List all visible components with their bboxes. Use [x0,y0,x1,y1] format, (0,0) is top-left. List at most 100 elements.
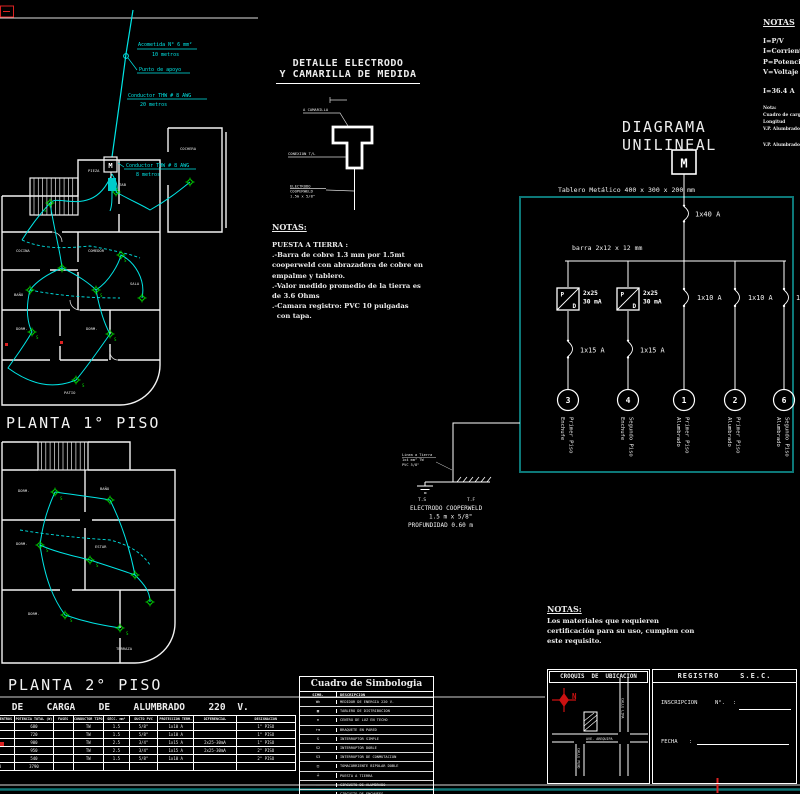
carga-cell: 1.5 [102,722,130,731]
ts-label: T.S [418,497,426,503]
carga-cell: 540 [14,754,54,763]
tablero-label: TAB [119,182,127,187]
circuit-label: Alumbrado [726,417,732,447]
right-note-line: Nota: [763,105,777,111]
carga-cell: 1° PISO [235,738,297,747]
detalle-leaders [288,112,355,192]
leader-lines [117,48,207,170]
corner-red-box [0,5,14,18]
right-note-line: V=Voltaje [763,67,799,76]
carga-cell: 1x10 A [157,730,195,739]
carga-cell [193,730,237,739]
carga-header: FASES [52,715,74,723]
room-label: ESTAR [95,544,107,549]
plan1-drawing: S S S S S S PIEZA COCHERA COCINA COMEDOR… [1,127,227,406]
switch-label: S [100,293,103,298]
carga-cell: 720 [14,730,54,739]
pd-letter-d: D [633,303,637,310]
room-label: BAÑO [14,292,24,297]
right-note-line: Longitud [763,119,786,125]
insulator [123,53,129,59]
inscripcion-num-label: N°. [715,700,725,706]
room-label: PATIO [64,390,76,395]
circuit-label: Alumbrado [675,417,681,447]
north-label: N [572,692,577,701]
street-name: CALLE PUNO [577,748,581,768]
carga-cell: 2x25-30mA [193,746,237,755]
tierra-leader-line [402,457,453,471]
service-drop: Acometida N° 6 mm² 10 metros Punto de ap… [103,9,207,212]
switch-label: S [60,496,63,501]
symbol-desc: INTERRUPTOR SIMPLE [340,736,379,741]
symbol-glyph: ⊕ [300,718,337,723]
right-note-line: V.P. Alumbrado [763,142,800,148]
carga-cell: 2x25-30mA [193,738,237,747]
carga-cell: 4 [0,754,16,763]
circuit-circle [616,388,640,412]
circuit-label: Primer Piso [735,417,741,453]
street-lines [552,678,648,776]
circuit-number: 2 [733,396,738,405]
pd-diff: 30 mA [643,299,662,306]
room-label: TERRAZA [116,646,133,651]
pd-box [556,287,580,311]
fecha-line [697,744,789,745]
symbol-glyph: ⏚ [300,773,337,779]
switch-labels: S S S S S [46,496,129,636]
carga-cell: 680 [14,722,54,731]
symbol-desc: INTERRUPTOR DOBLE [340,746,377,751]
tierra-leader-text: PVC 5/8" [402,463,419,467]
notas-tierra-line: empalme y tablero. [272,271,346,280]
carga-cell: 1° PISO [235,722,297,731]
notas-materiales-line: certificación para su uso, cumplen con [547,627,695,636]
symbol-glyph: Wh [300,700,337,705]
conductor-length: 8 metros [136,172,160,178]
room-label: DORM. [28,611,39,616]
carga-cell [72,762,104,771]
acometida-length: 10 metros [152,52,179,58]
carga-header: POTENCIA TOTAL (W) [14,715,54,723]
switch-label: S [124,258,127,263]
carga-cell [52,738,74,747]
tablero-box [108,178,116,191]
switch-label: S [36,335,39,340]
carga-cell: 3/4" [128,746,159,755]
switch-label: S [82,383,85,388]
carga-cell [128,762,159,771]
switch-label: S [126,631,129,636]
carga-cell: 1x15 A [157,746,195,755]
room-label: DORM. [16,541,27,546]
tierra-leader-text: Linea a Tierra [402,453,432,457]
room-label: SALA [130,281,140,286]
switch-label: S [114,337,117,342]
carga-cell: 1x10 A [157,754,195,763]
switch-label: S [44,208,47,213]
circuit-label: Alumbrado [775,417,781,447]
fecha-label: FECHA [661,739,678,745]
tablero-spec-label: Tablero Metálico 400 x 300 x 200 mm [558,186,695,194]
compass-diamond [559,693,569,707]
carga-cell [193,722,237,731]
notas-tierra-line: PUESTA A TIERRA : [272,241,348,249]
apoyo-label: Punto de apoyo [139,67,181,73]
carga-cell: TW [72,722,104,731]
meter-letter: M [108,162,112,170]
wall-lines [1,127,227,406]
carga-cell: 2° PISO [235,754,297,763]
circuit-number: 6 [782,396,787,405]
inscripcion-colon: : [733,700,737,706]
switch-label: S [70,618,73,623]
electrodo-text: ELECTRODO COOPERWELD [410,505,483,512]
carga-cell: 8 [0,730,16,739]
carga-cell [52,762,74,771]
breaker-label: 1x15 A [580,347,605,355]
symbol-glyph: ⊢⊕ [300,727,337,732]
breaker-label: 1x10 A [697,294,722,302]
simbologia-row: ▣TABLERO DE DISTRIBUCION [300,707,433,717]
carga-row: 17680TW1.55/8"1x10 A1° PISO [0,722,297,731]
wiring-solid [39,491,151,629]
carga-cell: 1.5 [102,730,130,739]
